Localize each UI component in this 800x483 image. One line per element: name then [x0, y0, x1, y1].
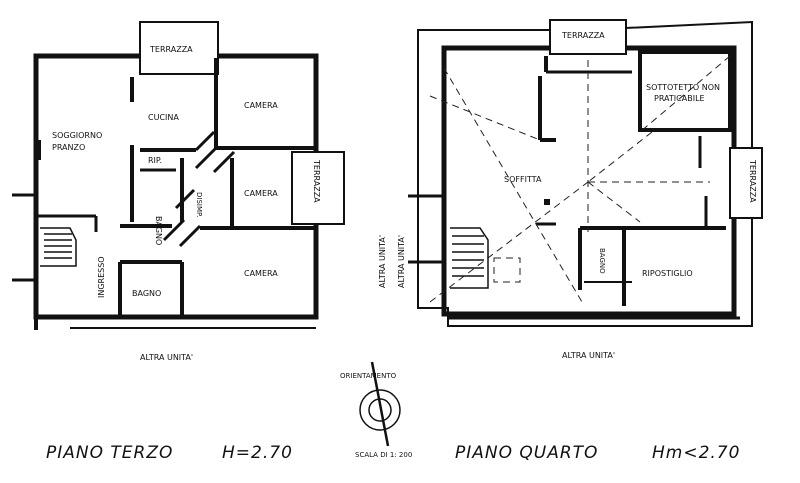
plan-piano-quarto: TERRAZZA SOTTOTETTO NON PRATICABILE SOFF…: [417, 19, 763, 360]
staircase-right: [450, 227, 489, 289]
room-label-rip: RIP.: [148, 156, 162, 165]
room-label-camera-top: CAMERA: [244, 101, 278, 110]
room-label-disimp: DISIMP.: [195, 192, 203, 217]
room-label-terrazza-side: TERRAZZA: [312, 159, 321, 203]
footer-height-terzo: H=2.70: [222, 443, 293, 463]
room-label-soffitta: SOFFITTA: [504, 175, 542, 184]
room-label-ingresso: INGRESSO: [97, 256, 106, 298]
footer-piano-quarto: PIANO QUARTO: [455, 443, 598, 463]
terrazza-top-box: [139, 21, 219, 75]
terrazza-side-box: [291, 151, 345, 225]
room-label-camera-bottom: CAMERA: [244, 269, 278, 278]
plan-piano-terzo: TERRAZZA CAMERA CUCINA SOGGIORNO PRANZO …: [12, 21, 345, 362]
room-label-terrazza-top-right: TERRAZZA: [561, 31, 605, 40]
room-label-sottotetto: SOTTOTETTO NON: [646, 83, 720, 92]
room-label-camera-mid: CAMERA: [244, 189, 278, 198]
room-label-bagno-right: BAGNO: [598, 248, 606, 274]
scale-label: SCALA DI 1: 200: [355, 451, 412, 459]
door-swings-left: [162, 130, 236, 248]
footer-piano-terzo: PIANO TERZO: [46, 443, 173, 463]
interior-walls-left: [35, 58, 316, 316]
compass-orientation: ORIENTAMENTO SCALA DI 1: 200: [340, 361, 412, 459]
compass-label: ORIENTAMENTO: [340, 372, 397, 380]
terrazza-side-box-right: [729, 147, 763, 219]
interior-walls-right: [536, 56, 726, 306]
room-label-ripostiglio: RIPOSTIGLIO: [642, 269, 693, 278]
room-label-soggiorno: SOGGIORNO: [52, 131, 102, 140]
altra-unita-left-bottom: ALTRA UNITA': [140, 353, 193, 362]
room-label-terrazza-side-right: TERRAZZA: [748, 159, 757, 203]
altra-unita-side-left: ALTRA UNITA': [378, 235, 387, 288]
altra-unita-side-right: ALTRA UNITA': [397, 235, 406, 288]
roof-dashed-lines: [429, 55, 731, 303]
room-label-pranzo: PRANZO: [52, 143, 85, 152]
footer-height-quarto: Hm<2.70: [652, 443, 740, 463]
room-label-terrazza-top: TERRAZZA: [149, 45, 193, 54]
terrazza-top-box-right: [549, 19, 627, 55]
room-label-bagno-bottom: BAGNO: [132, 289, 161, 298]
staircase-left: [40, 227, 77, 267]
room-label-praticabile: PRATICABILE: [654, 94, 705, 103]
altra-unita-right-bottom: ALTRA UNITA': [562, 351, 615, 360]
room-label-cucina: CUCINA: [148, 113, 179, 122]
sottotetto-box: [638, 50, 732, 132]
room-label-bagno-vertical: BAGNO: [154, 216, 163, 245]
